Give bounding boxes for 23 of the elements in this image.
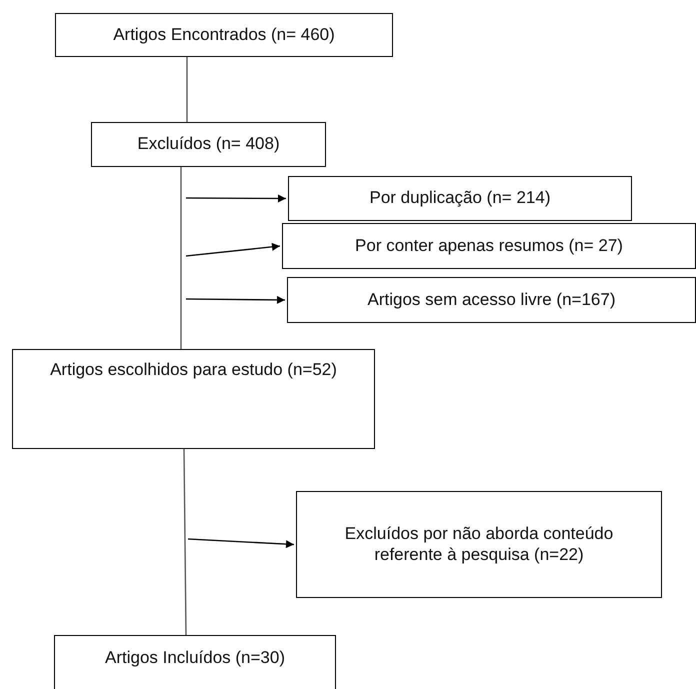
connector-line [180,167,182,349]
arrow [186,242,280,257]
process-box [54,635,336,689]
box-label: Artigos Incluídos (n=30) [104,648,285,668]
box-label: Por duplicação (n= 214) [370,188,550,209]
box-label: Artigos sem acesso livre (n=167) [367,290,616,310]
arrow [186,296,285,304]
arrow [186,194,286,202]
process-box [288,176,632,221]
box-label: Artigos escolhidos para estudo (n=52) [50,360,337,380]
process-box [12,349,375,449]
process-box [296,491,662,598]
arrow [188,538,294,548]
box-label: Excluídos (n= 408) [137,134,280,155]
box-label: Excluídos por não aborda conteúdo referente à pesquisa (n=22) [344,524,614,565]
box-label: Artigos Encontrados (n= 460) [113,24,335,46]
process-box [55,13,393,57]
process-box [287,277,696,323]
box-label: Por conter apenas resumos (n= 27) [355,236,623,256]
process-box [91,122,326,167]
connector-line [183,449,187,635]
process-box [282,223,696,269]
connector-line [186,57,188,122]
